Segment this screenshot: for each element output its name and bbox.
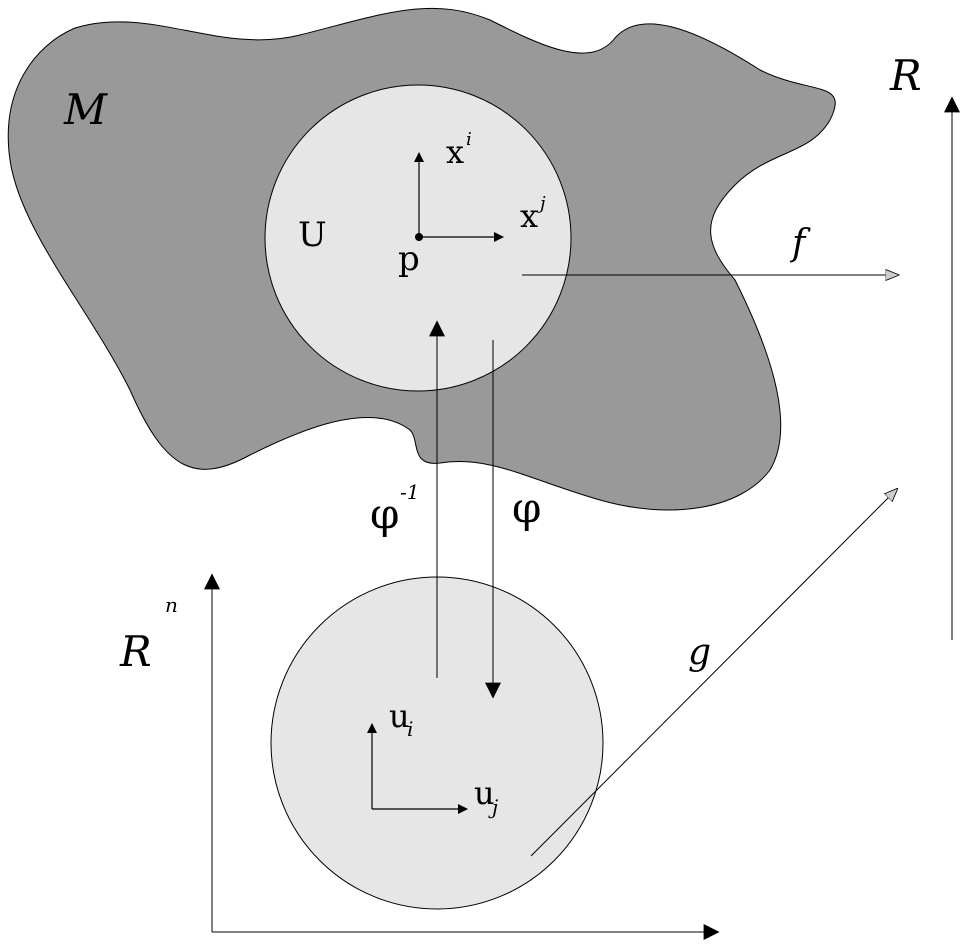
func-g-arrow	[530, 489, 897, 857]
point-p-dot	[415, 233, 423, 241]
reals-label: R	[889, 51, 922, 100]
phi-label: φ	[512, 483, 541, 532]
phi-inverse-superscript: -1	[400, 480, 419, 504]
rn-label: R	[119, 627, 152, 676]
coord-xj-label: x	[520, 197, 538, 235]
coord-xi-superscript: i	[466, 129, 472, 150]
coord-uj-subscript: j	[488, 795, 498, 819]
point-p-label: p	[398, 239, 420, 279]
manifold-label: M	[63, 85, 108, 134]
func-g-label: g	[688, 632, 711, 673]
coord-uj-label: u	[474, 774, 495, 812]
rn-superscript: n	[165, 593, 178, 617]
coord-xj-superscript: j	[536, 193, 546, 214]
coord-xi-label: x	[446, 133, 464, 171]
coord-ui-subscript: i	[407, 717, 413, 741]
func-f-label: f	[789, 223, 811, 264]
open-set-label: U	[298, 215, 327, 255]
coord-ui-label: u	[389, 697, 410, 735]
phi-inverse-label: φ	[370, 489, 399, 538]
